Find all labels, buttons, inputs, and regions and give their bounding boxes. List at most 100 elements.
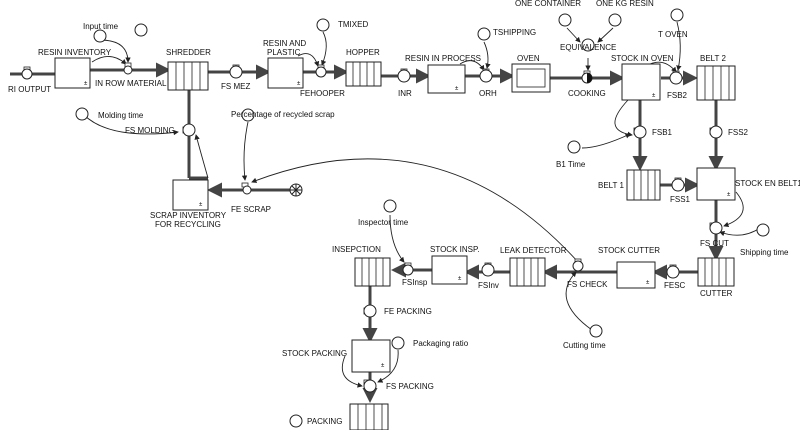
tmixed-converter [316, 18, 330, 32]
fs-molding-valve [182, 123, 196, 137]
stock-insp [431, 255, 468, 285]
lbl-resin-inventory: RESIN INVENTORY [38, 48, 112, 57]
lbl-oven: OVEN [517, 54, 540, 63]
lbl-hopper: HOPPER [346, 48, 380, 57]
input-time-converter [93, 29, 107, 43]
lbl-fs-cut: FS CUT [700, 239, 729, 248]
lbl-cutter: CUTTER [700, 289, 733, 298]
belt1-conveyor [626, 169, 661, 201]
scrap-inventory-stock [172, 179, 209, 211]
packaging-ratio-converter [391, 336, 405, 350]
lbl-packing: PACKING [307, 417, 342, 426]
svg-text:±: ± [297, 81, 301, 87]
lbl-in-row-material: IN ROW MATERIAL [95, 79, 167, 88]
lbl-ri-output: RI OUTPUT [8, 85, 51, 94]
lbl-fs-check: FS CHECK [567, 280, 608, 289]
lbl-fe-packing: FE PACKING [384, 307, 432, 316]
lbl-tmixed: TMIXED [338, 20, 368, 29]
ri-output-valve [21, 66, 33, 80]
b1-time-converter [567, 140, 581, 154]
fss2-valve [709, 125, 723, 139]
lbl-insepction: INSEPCTION [332, 245, 381, 254]
belt2-conveyor [696, 65, 736, 101]
svg-text:±: ± [84, 81, 88, 87]
lbl-fss1: FSS1 [670, 195, 691, 204]
lbl-cutting-time: Cutting time [563, 341, 606, 350]
lbl-t-oven: T OVEN [658, 30, 688, 39]
molding-time-converter [75, 107, 89, 121]
lbl-orh: ORH [479, 89, 497, 98]
lbl-fsb2: FSB2 [667, 91, 688, 100]
conveyors [167, 61, 736, 430]
converters [75, 8, 770, 428]
leak-detector-conveyor [509, 257, 546, 287]
lbl-fehooper: FEHOOPER [300, 89, 345, 98]
lbl-scrap-inv-1: SCRAP INVENTORY [150, 211, 227, 220]
hopper-conveyor [345, 61, 382, 87]
fs-mez-valve [229, 64, 243, 79]
lbl-fsinsp: FSInsp [402, 278, 428, 287]
lbl-equivalence: EQUIVALENCE [560, 43, 616, 52]
lbl-leak-detector: LEAK DETECTOR [500, 246, 567, 255]
svg-text:±: ± [727, 192, 731, 198]
lbl-shipping-time: Shipping time [740, 248, 789, 257]
lbl-b1-time: B1 Time [556, 160, 586, 169]
inr-valve [397, 68, 411, 83]
lbl-inr: INR [398, 89, 412, 98]
info-links [83, 21, 761, 388]
lbl-scrap-inv-2: FOR RECYCLING [155, 220, 221, 229]
fsb1-valve [633, 125, 647, 139]
lbl-input-time: Input time [83, 22, 119, 31]
converter-top-shredder [134, 23, 148, 37]
equivalence-converter [581, 38, 595, 52]
shredder-conveyor [167, 61, 209, 91]
lbl-stock-in-oven: STOCK IN OVEN [611, 54, 674, 63]
fsinsp-valve [402, 262, 414, 276]
lbl-fesc: FESC [664, 281, 686, 290]
tshipping-converter [477, 27, 491, 41]
stock-in-oven [621, 63, 661, 101]
lbl-inspector-time: Inspector time [358, 218, 409, 227]
packing-conveyor [349, 403, 389, 430]
fesc-valve [666, 264, 680, 279]
resin-inventory-stock [54, 57, 91, 89]
fss1-valve [671, 177, 685, 192]
lbl-stock-en-belt1: STOCK EN BELT1 [735, 179, 800, 188]
lbl-stock-insp: STOCK INSP. [430, 245, 480, 254]
lbl-stock-cutter: STOCK CUTTER [598, 246, 660, 255]
cooking-valve [581, 70, 593, 84]
fsinv-valve [481, 262, 495, 277]
oven-box [511, 63, 551, 93]
lbl-tshipping: TSHIPPING [493, 28, 536, 37]
fs-check-valve [572, 258, 584, 272]
one-kg-resin-converter [608, 13, 622, 27]
svg-text:±: ± [646, 280, 650, 286]
lbl-packaging-ratio: Packaging ratio [413, 339, 469, 348]
cutting-time-converter [589, 324, 603, 338]
in-row-material-valve [123, 62, 133, 75]
svg-text:±: ± [199, 202, 203, 208]
svg-text:±: ± [455, 86, 459, 92]
inspector-time-converter [383, 199, 397, 213]
lbl-fss2: FSS2 [728, 128, 749, 137]
lbl-pct-recycled: Percentage of recycled scrap [231, 110, 335, 119]
cutter-conveyor [697, 257, 735, 287]
lbl-belt2: BELT 2 [700, 54, 726, 63]
valves [21, 62, 723, 393]
stocks: ± ± ± ± ± ± ± ± ± [54, 57, 736, 373]
svg-text:±: ± [652, 93, 656, 99]
shipping-time-converter [756, 223, 770, 237]
lbl-fe-scrap: FE SCRAP [231, 205, 271, 214]
lbl-resin-and-2: PLASTIC [267, 48, 301, 57]
pct-recycled-scrap-converter [241, 108, 255, 122]
resin-in-process-stock [427, 64, 466, 94]
lbl-molding-time: Molding time [98, 111, 144, 120]
lbl-stock-packing: STOCK PACKING [282, 349, 347, 358]
fsb2-valve [669, 70, 683, 85]
lbl-fsb1: FSB1 [652, 128, 673, 137]
fs-packing-valve [363, 379, 377, 393]
t-oven-converter [670, 8, 684, 22]
text-labels: Input time RESIN INVENTORY SHREDDER RESI… [8, 0, 800, 426]
lbl-resin-and-1: RESIN AND [263, 39, 306, 48]
